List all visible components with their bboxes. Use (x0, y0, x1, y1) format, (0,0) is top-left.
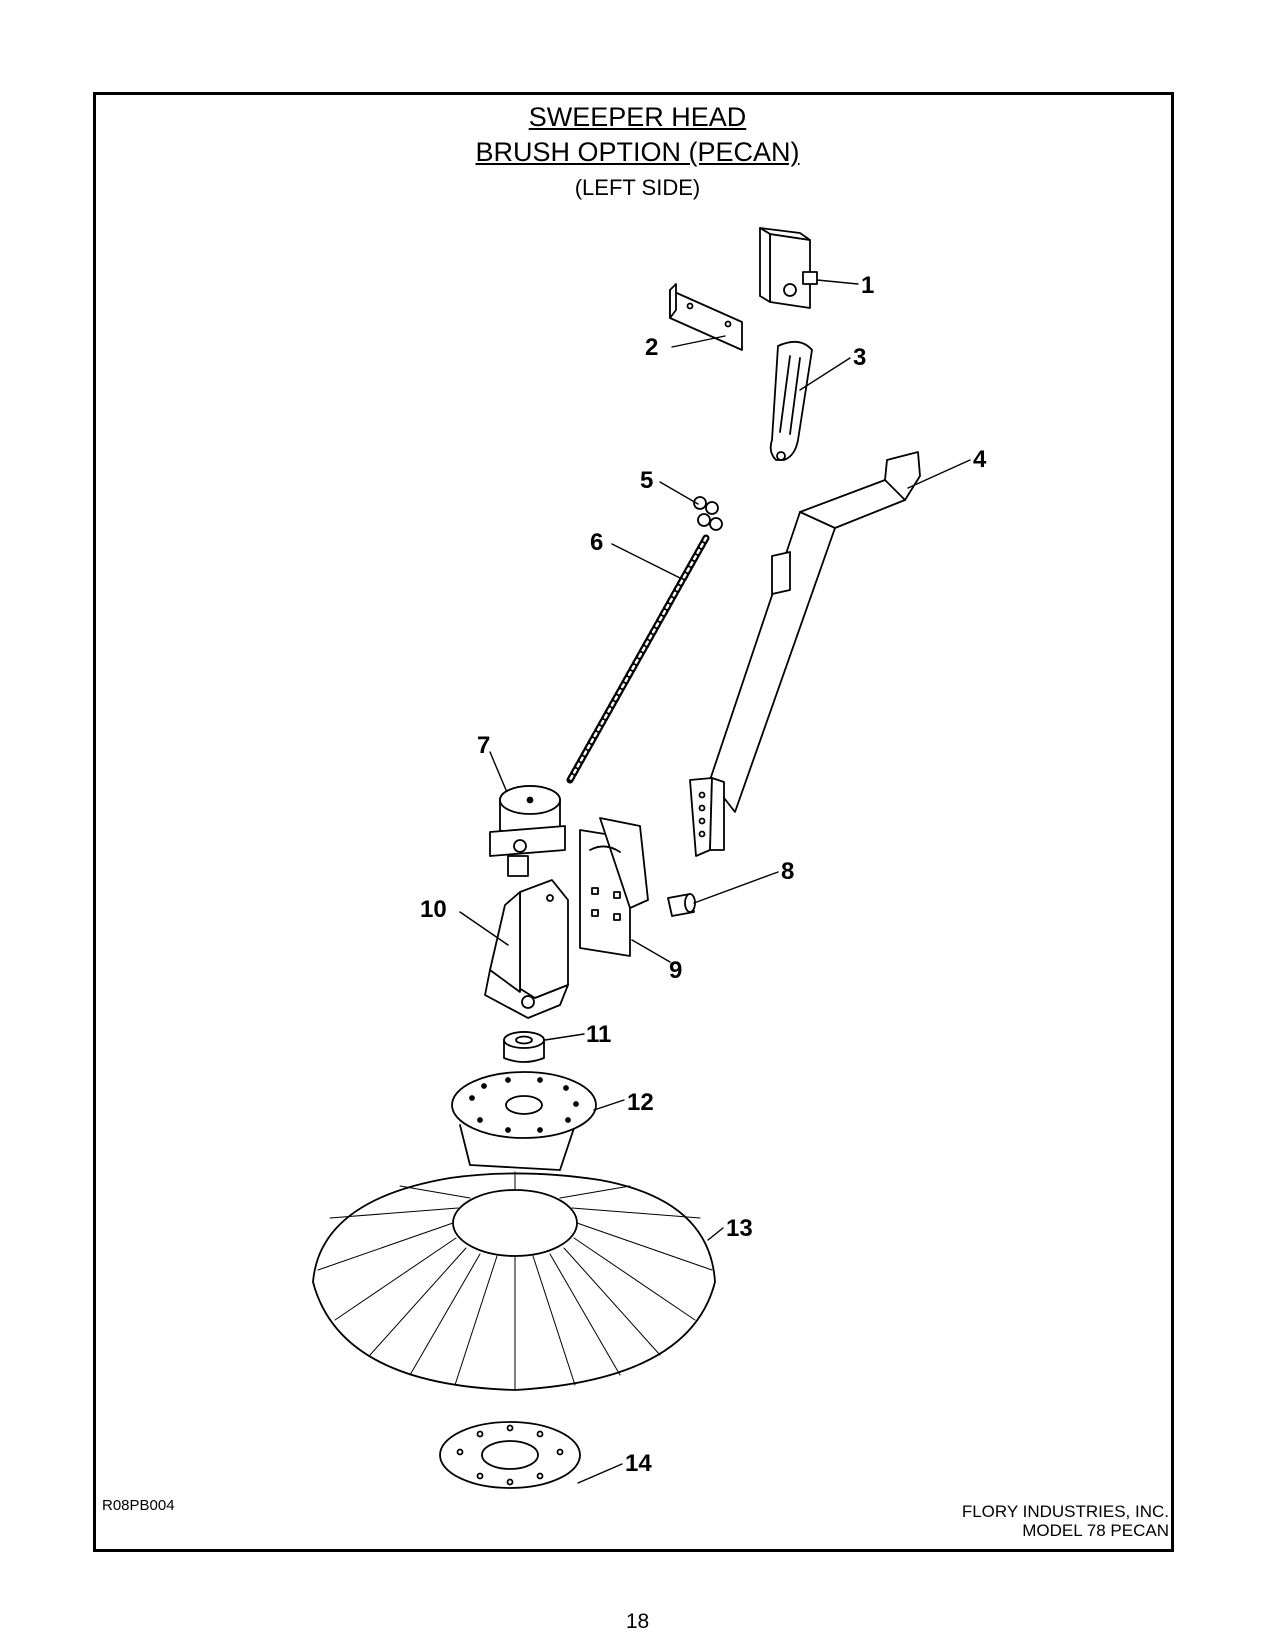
callout-labels: 1 2 3 4 5 6 7 8 9 10 11 12 13 14 (420, 272, 987, 1477)
callout-13: 13 (726, 1215, 753, 1242)
model-name: MODEL 78 PECAN (1022, 1521, 1169, 1540)
drawing-code: R08PB004 (102, 1497, 175, 1514)
callout-12: 12 (627, 1089, 654, 1116)
part-8-spacer (667, 893, 696, 917)
callout-1: 1 (861, 272, 874, 299)
part-12-brush-hub (451, 1071, 597, 1171)
drawing-frame (93, 92, 1174, 1552)
part-5-chain-link (693, 496, 723, 531)
part-9-mount-plate (579, 817, 649, 957)
part-3-slotted-plate (769, 340, 813, 461)
callout-2: 2 (645, 334, 658, 361)
part-2-bracket (669, 283, 743, 351)
callout-7: 7 (477, 732, 490, 759)
part-10-l-bracket (484, 879, 569, 1019)
part-11-hub-nut (503, 1031, 545, 1063)
drawing-subtitle: BRUSH OPTION (PECAN) (475, 137, 800, 167)
company-block: FLORY INDUSTRIES, INC. MODEL 78 PECAN (962, 1502, 1169, 1540)
callout-10: 10 (420, 896, 447, 923)
callout-9: 9 (669, 957, 682, 984)
part-1-box (759, 227, 818, 309)
part-13-brush (312, 1171, 716, 1391)
drawing-side-note: (LEFT SIDE) (574, 175, 701, 200)
callout-3: 3 (853, 344, 866, 371)
callout-6: 6 (590, 529, 603, 556)
drawing-title: SWEEPER HEAD (528, 102, 747, 132)
part-7-motor (489, 785, 566, 877)
callout-11: 11 (586, 1021, 611, 1048)
page-number: 18 (625, 1610, 650, 1633)
part-14-backing-disc (439, 1421, 581, 1489)
callout-8: 8 (781, 858, 794, 885)
callout-5: 5 (640, 467, 653, 494)
leader-lines (459, 279, 971, 1484)
part-4-arm (689, 451, 921, 857)
callout-14: 14 (625, 1450, 652, 1477)
part-6-chain (566, 534, 710, 784)
callout-4: 4 (973, 446, 987, 473)
company-name: FLORY INDUSTRIES, INC. (961, 1502, 1169, 1521)
